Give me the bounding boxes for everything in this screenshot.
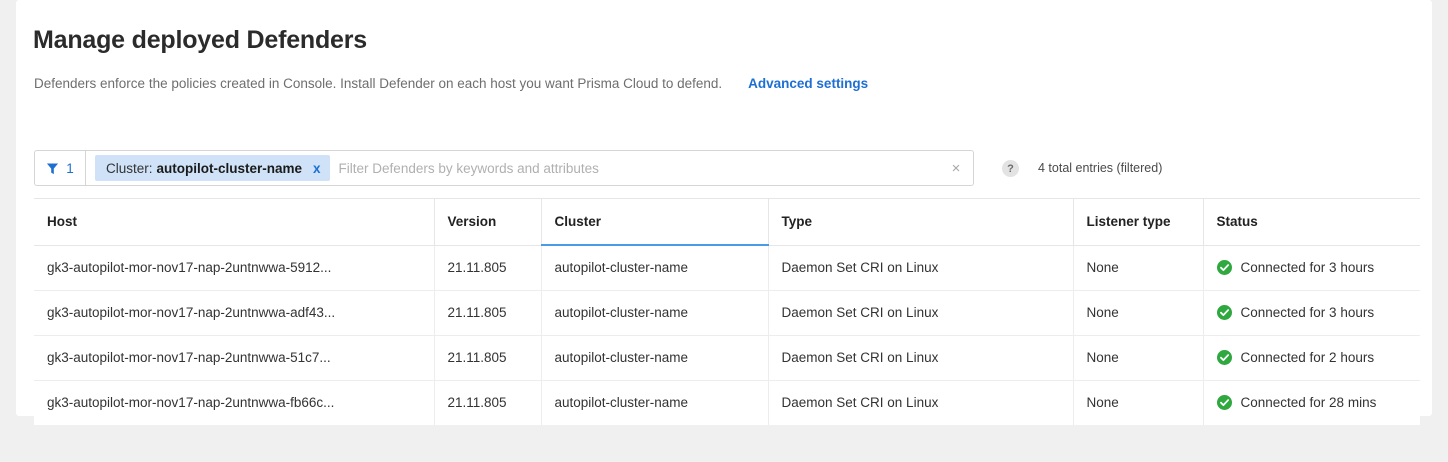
- table-row[interactable]: gk3-autopilot-mor-nov17-nap-2untnwwa-adf…: [34, 290, 1420, 336]
- cell-cluster: autopilot-cluster-name: [541, 335, 769, 381]
- cell-version: 21.11.805: [434, 245, 542, 291]
- cell-listener-type: None: [1073, 335, 1204, 381]
- funnel-icon: [46, 162, 59, 175]
- check-circle-icon: [1216, 305, 1232, 320]
- filter-count-value: 1: [66, 160, 74, 176]
- filter-chip-cluster[interactable]: Cluster: autopilot-cluster-name x: [95, 155, 330, 181]
- defenders-panel: Manage deployed Defenders Defenders enfo…: [16, 0, 1432, 425]
- table-row[interactable]: gk3-autopilot-mor-nov17-nap-2untnwwa-591…: [34, 245, 1420, 291]
- filter-chip-value: autopilot-cluster-name: [156, 160, 303, 176]
- status-label: Connected for 28 mins: [1240, 395, 1377, 411]
- cell-host: gk3-autopilot-mor-nov17-nap-2untnwwa-51c…: [34, 335, 435, 381]
- help-icon[interactable]: ?: [1002, 160, 1019, 177]
- page-title: Manage deployed Defenders: [33, 26, 367, 54]
- column-header-status[interactable]: Status: [1203, 199, 1420, 246]
- filter-chip-key: Cluster:: [106, 160, 153, 176]
- cell-type: Daemon Set CRI on Linux: [768, 290, 1074, 336]
- table-row[interactable]: gk3-autopilot-mor-nov17-nap-2untnwwa-fb6…: [34, 380, 1420, 425]
- table-body: gk3-autopilot-mor-nov17-nap-2untnwwa-591…: [34, 245, 1420, 425]
- column-header-host[interactable]: Host: [34, 199, 435, 246]
- cell-cluster: autopilot-cluster-name: [541, 245, 769, 291]
- cell-cluster: autopilot-cluster-name: [541, 380, 769, 425]
- total-entries-label: 4 total entries (filtered): [1038, 161, 1163, 175]
- status-label: Connected for 2 hours: [1240, 350, 1375, 365]
- table-header-row: Host Version Cluster Type Listener type …: [34, 199, 1420, 246]
- cell-status: Connected for 3 hours: [1203, 245, 1420, 291]
- check-circle-icon: [1216, 395, 1232, 411]
- cell-type: Daemon Set CRI on Linux: [768, 245, 1074, 291]
- check-circle-icon: [1216, 350, 1232, 365]
- filter-chip-remove-icon[interactable]: x: [313, 160, 321, 176]
- cell-listener-type: None: [1073, 290, 1204, 336]
- cell-listener-type: None: [1073, 245, 1204, 291]
- filter-count-button[interactable]: 1: [35, 151, 86, 185]
- cell-host: gk3-autopilot-mor-nov17-nap-2untnwwa-adf…: [34, 290, 435, 336]
- cell-status: Connected for 28 mins: [1203, 380, 1420, 425]
- cell-host: gk3-autopilot-mor-nov17-nap-2untnwwa-591…: [34, 245, 435, 291]
- column-header-type[interactable]: Type: [768, 199, 1074, 246]
- cell-version: 21.11.805: [434, 335, 542, 381]
- filter-search-input[interactable]: [329, 151, 939, 185]
- advanced-settings-link[interactable]: Advanced settings: [748, 76, 869, 91]
- clear-search-icon[interactable]: ×: [951, 159, 961, 177]
- cell-host: gk3-autopilot-mor-nov17-nap-2untnwwa-fb6…: [34, 380, 435, 425]
- cell-status: Connected for 3 hours: [1203, 290, 1420, 336]
- page-subtitle: Defenders enforce the policies created i…: [34, 76, 868, 91]
- column-header-version[interactable]: Version: [434, 199, 542, 246]
- status-label: Connected for 3 hours: [1240, 260, 1375, 275]
- cell-listener-type: None: [1073, 380, 1204, 425]
- cell-type: Daemon Set CRI on Linux: [768, 335, 1074, 381]
- cell-version: 21.11.805: [434, 380, 542, 425]
- defenders-table: Host Version Cluster Type Listener type …: [34, 199, 1420, 425]
- cell-version: 21.11.805: [434, 290, 542, 336]
- check-circle-icon: [1216, 260, 1232, 275]
- defenders-table-wrapper: Host Version Cluster Type Listener type …: [34, 198, 1420, 425]
- column-header-listener-type[interactable]: Listener type: [1073, 199, 1204, 246]
- filter-bar: 1 Cluster: autopilot-cluster-name x ×: [34, 150, 974, 186]
- cell-type: Daemon Set CRI on Linux: [768, 380, 1074, 425]
- page-subtitle-text: Defenders enforce the policies created i…: [34, 76, 723, 91]
- column-header-cluster[interactable]: Cluster: [541, 199, 769, 246]
- status-label: Connected for 3 hours: [1240, 305, 1375, 320]
- cell-status: Connected for 2 hours: [1203, 335, 1420, 381]
- cell-cluster: autopilot-cluster-name: [541, 290, 769, 336]
- table-row[interactable]: gk3-autopilot-mor-nov17-nap-2untnwwa-51c…: [34, 335, 1420, 381]
